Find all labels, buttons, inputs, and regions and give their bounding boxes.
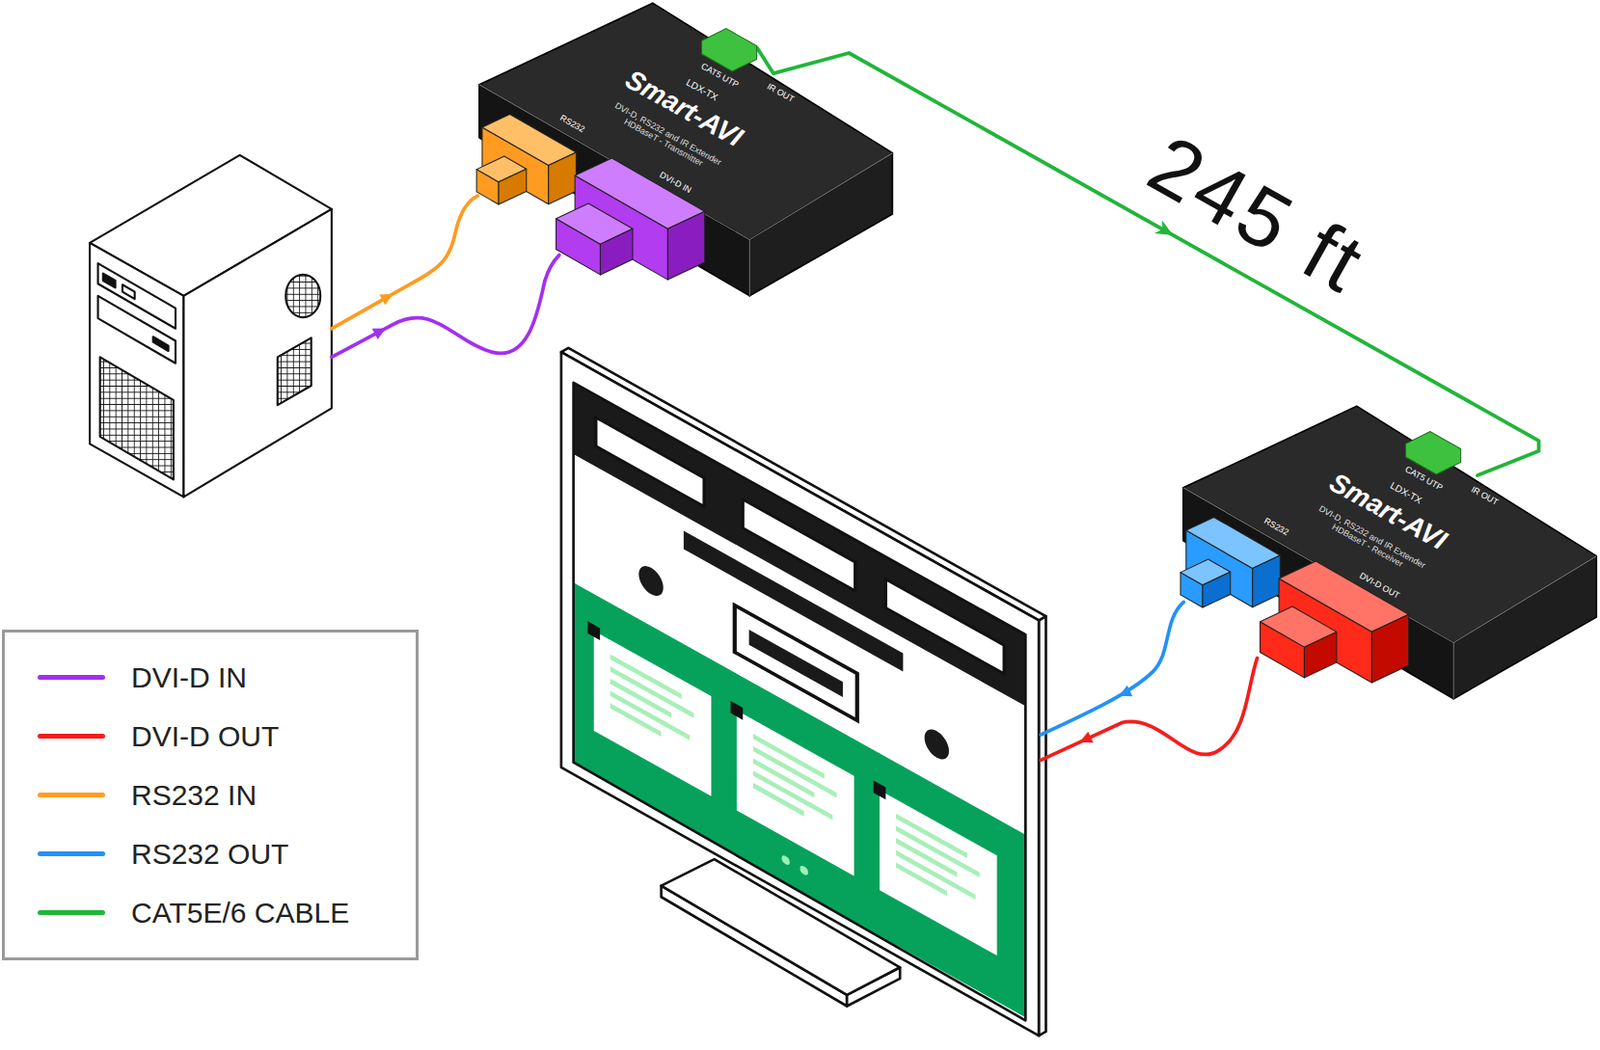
- screen-content-part: [573, 382, 1027, 1018]
- computer-tower-part: [89, 243, 184, 498]
- screen-content: [573, 382, 1027, 1018]
- computer-tower-part: [153, 336, 169, 352]
- device-body-part: [1453, 643, 1455, 700]
- distance-label: 245 ft: [1137, 121, 1380, 307]
- cat-cable-part: [757, 48, 1539, 476]
- signal-arrows: [372, 294, 1134, 743]
- computer-tower-part: [103, 273, 116, 289]
- screen-card-part: [610, 703, 662, 737]
- legend-swatch: [37, 733, 106, 739]
- signal-cables-part: [331, 195, 478, 329]
- transmitter-unit: LDX-TXSmart-AVIDVI-D, RS232 and IR Exten…: [463, 0, 898, 301]
- port-connector-part: [1202, 571, 1231, 608]
- port-connector-part: [1252, 555, 1281, 608]
- screen-card: [731, 701, 855, 876]
- port-connector-part: [668, 211, 706, 280]
- legend-row: RS232 IN: [37, 765, 397, 825]
- port-connector-part: [498, 168, 527, 205]
- computer-tower-part: [98, 296, 176, 364]
- signal-cables-part: [1040, 601, 1184, 735]
- computer-tower-part: [277, 337, 312, 406]
- legend-row: DVI-D IN: [37, 648, 397, 707]
- port-connector-part: [1372, 614, 1410, 683]
- arrow-head: [1154, 219, 1174, 236]
- signal-arrows-part: [1118, 685, 1133, 697]
- port-connector: [477, 156, 528, 205]
- legend-text: RS232 IN: [131, 779, 257, 813]
- legend-box: DVI-D IN DVI-D OUT RS232 IN RS232 OUT CAT5E/…: [1, 629, 419, 961]
- computer-tower: [89, 155, 332, 498]
- legend-text: CAT5E/6 CABLE: [131, 896, 350, 930]
- port-connector: [1180, 559, 1231, 608]
- screen-content-part: [924, 724, 950, 765]
- receiver-unit: LDX-TXSmart-AVIDVI-D, RS232 and IR Exten…: [1167, 403, 1600, 706]
- legend-text: DVI-D IN: [131, 661, 247, 695]
- monitor: [561, 348, 1047, 1036]
- screen-content-part: [800, 864, 809, 877]
- legend-swatch: [37, 675, 106, 680]
- computer-tower-part: [100, 356, 174, 480]
- signal-arrows-part: [1079, 732, 1093, 743]
- screen-card-part: [873, 781, 887, 801]
- legend-text: DVI-D OUT: [131, 720, 279, 754]
- screen-content-part: [749, 629, 843, 698]
- screen-card-part: [879, 789, 998, 956]
- legend-row: CAT5E/6 CABLE: [37, 883, 397, 943]
- screen-card-part: [895, 850, 977, 900]
- screen-content-part: [781, 854, 789, 868]
- legend-swatch: [37, 910, 106, 916]
- legend-swatch: [37, 851, 106, 857]
- device-body-part: [1183, 406, 1597, 643]
- screen-card-part: [736, 710, 855, 877]
- legend-row: RS232 OUT: [37, 824, 397, 884]
- signal-cables: [331, 195, 1258, 760]
- port-connector-part: [600, 228, 634, 275]
- signal-arrows-part: [372, 327, 386, 340]
- device-body: [1183, 406, 1597, 700]
- screen-card-part: [587, 621, 600, 641]
- signal-arrows-part: [379, 294, 393, 306]
- monitor-part: [561, 352, 1039, 1036]
- port-connector: [556, 203, 633, 275]
- screen-content-part: [638, 561, 663, 602]
- port-connector-part: [548, 152, 577, 205]
- screen-card-part: [753, 783, 805, 817]
- screen-card-part: [731, 701, 744, 721]
- legend-text: RS232 OUT: [131, 838, 289, 871]
- device-body-part: [479, 2, 893, 240]
- device-body-part: [749, 240, 751, 297]
- computer-tower-part: [122, 284, 136, 299]
- computer-tower-part: [285, 274, 321, 318]
- screen-card-part: [610, 691, 691, 741]
- screen-card: [873, 781, 998, 956]
- legend-row: DVI-D OUT: [37, 706, 397, 766]
- computer-tower-part: [183, 209, 331, 497]
- screen-card-part: [753, 770, 834, 820]
- port-connector-part: [1304, 631, 1337, 678]
- legend-swatch: [37, 792, 106, 798]
- screen-card-part: [895, 862, 948, 896]
- device-body: [479, 2, 893, 297]
- port-connector: [1260, 606, 1337, 678]
- signal-cables-part: [331, 255, 560, 358]
- screen-card-part: [594, 630, 712, 797]
- signal-cables-part: [1040, 658, 1257, 761]
- cat-cable: [757, 48, 1539, 476]
- screen-card: [587, 621, 711, 796]
